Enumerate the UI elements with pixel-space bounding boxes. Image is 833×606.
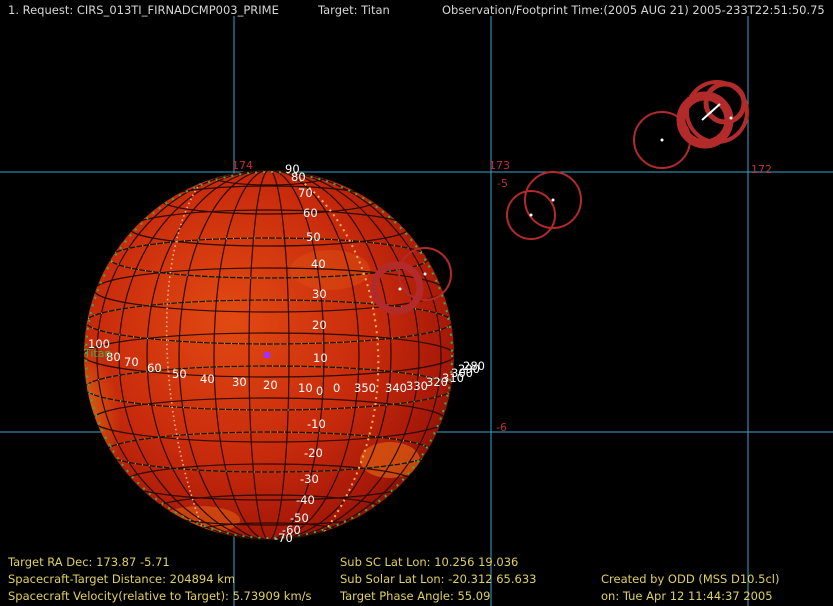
lon-label: 20	[263, 378, 278, 392]
lon-label: 290	[458, 362, 480, 376]
lat-label: -20	[304, 446, 323, 460]
lon-label: 280	[463, 359, 485, 373]
footprint	[506, 190, 556, 240]
grid-labels: 174 173 172 -5 -6	[232, 159, 772, 434]
request-label: 1. Request: CIRS_013TI_FIRNADCMP003_PRIM…	[8, 3, 279, 17]
ra-label-173: 173	[489, 159, 510, 172]
footprint	[370, 261, 424, 315]
lon-label: 50	[172, 367, 187, 381]
lon-label: 340	[385, 381, 407, 395]
lat-label: 70	[298, 186, 313, 200]
lat-label: 0	[316, 384, 323, 398]
lat-label: -70	[274, 531, 293, 545]
footprint-circles	[370, 80, 749, 315]
lat-label: 30	[312, 287, 327, 301]
lon-label: 30	[232, 375, 247, 389]
lon-label: 70	[124, 355, 139, 369]
footprint	[703, 81, 747, 125]
longitude-labels: 100 80 70 60 50 40 30 20 10 0 350 340 33…	[88, 337, 485, 395]
lat-label: 90	[285, 162, 300, 176]
lat-label: 20	[312, 318, 327, 332]
lon-label: 10	[298, 381, 313, 395]
spacecraft-velocity: Spacecraft Velocity(relative to Target):…	[8, 589, 312, 603]
lat-label: -30	[300, 472, 319, 486]
dec-label-5: -5	[497, 177, 508, 190]
lat-label: 40	[311, 257, 326, 271]
lon-label: 40	[200, 372, 215, 386]
lon-label: 320	[426, 375, 448, 389]
sub-sc-lat-lon: Sub SC Lat Lon: 10.256 19.036	[340, 555, 519, 569]
lon-label: 60	[147, 361, 162, 375]
lat-label: -60	[282, 523, 301, 537]
target-phase-angle: Target Phase Angle: 55.09	[340, 589, 491, 603]
sub-spacecraft-marker	[264, 352, 270, 358]
observation-time-label: Observation/Footprint Time:(2005 AUG 21)…	[442, 3, 825, 17]
lon-label: 330	[406, 379, 428, 393]
ra-label-174: 174	[232, 159, 253, 172]
ra-label-172: 172	[751, 163, 772, 176]
target-ra-dec: Target RA Dec: 173.87 -5.71	[8, 555, 170, 569]
lat-label: -50	[290, 511, 309, 525]
lat-label: -10	[307, 417, 326, 431]
lat-label: -40	[296, 493, 315, 507]
lat-label: 10	[313, 351, 328, 365]
footprint-centers	[398, 103, 733, 291]
titan-name-label: Titan	[83, 347, 111, 360]
dec-label-6: -6	[496, 421, 507, 434]
lon-label: 350	[354, 381, 376, 395]
lon-label: 80	[106, 350, 121, 364]
lon-label: 100	[88, 337, 110, 351]
lon-label: 300	[451, 366, 473, 380]
lon-label: 310	[442, 371, 464, 385]
lat-label: 50	[306, 230, 321, 244]
latitude-labels: 90 80 70 60 50 40 30 20 10 0 -10 -20 -30…	[274, 162, 328, 545]
created-on: on: Tue Apr 12 11:44:37 2005	[601, 589, 773, 603]
lat-label: 60	[303, 206, 318, 220]
target-label: Target: Titan	[318, 3, 390, 17]
spacecraft-distance: Spacecraft-Target Distance: 204894 km	[8, 572, 236, 586]
footprint	[398, 247, 452, 301]
sub-solar-lat-lon: Sub Solar Lat Lon: -20.312 65.633	[340, 572, 537, 586]
lat-label: 80	[291, 170, 306, 184]
created-by: Created by ODD (MSS D10.5cl)	[601, 572, 780, 586]
lon-label: 0	[333, 381, 340, 395]
footprint	[524, 171, 582, 229]
